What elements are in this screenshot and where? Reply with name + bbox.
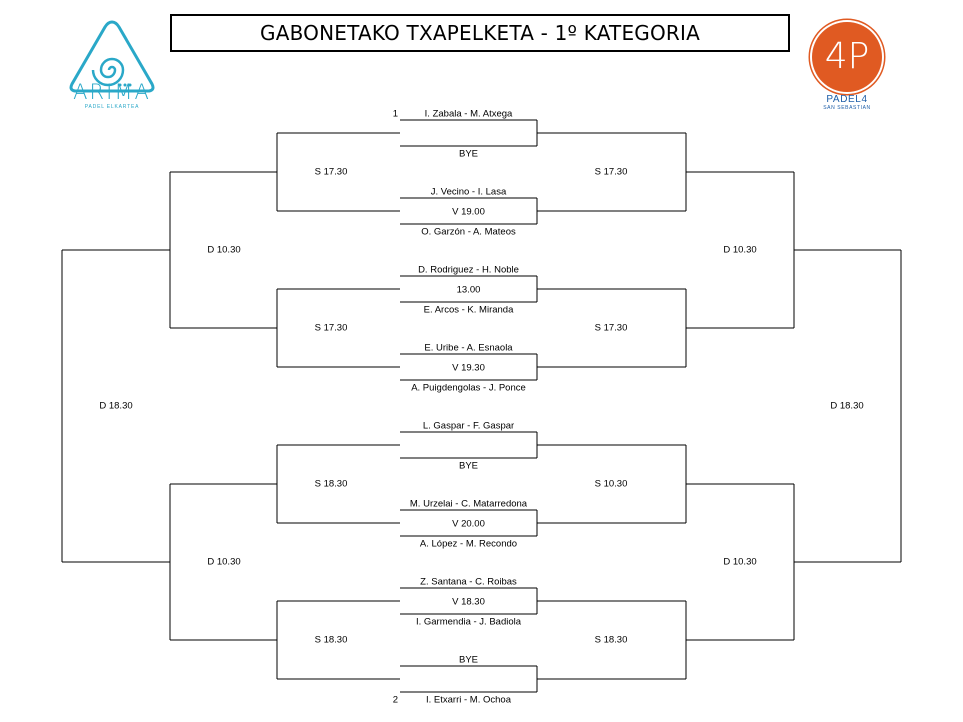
match-team-top: E. Uribe - A. Esnaola — [424, 343, 513, 354]
match-team-top: J. Vecino - I. Lasa — [431, 187, 507, 198]
match-team-bottom: BYE — [459, 149, 478, 160]
match-time: V 20.00 — [452, 519, 485, 530]
round2-left-time: S 17.30 — [315, 323, 348, 334]
padel4-logo-circle — [812, 22, 882, 92]
round3-right-time: D 10.30 — [723, 557, 756, 568]
match-team-bottom: I. Etxarri - M. Ochoa — [426, 695, 512, 706]
round4-left-time: D 18.30 — [99, 401, 132, 412]
round2-right-time: S 10.30 — [595, 479, 628, 490]
round2-left-time: S 17.30 — [315, 167, 348, 178]
match-team-bottom: O. Garzón - A. Mateos — [421, 227, 516, 238]
round4-right-time: D 18.30 — [830, 401, 863, 412]
match-team-top: Z. Santana - C. Roibas — [420, 577, 517, 588]
match-team-top: BYE — [459, 655, 478, 666]
match-team-top: M. Urzelai - C. Matarredona — [410, 499, 528, 510]
match-time: V 19.30 — [452, 363, 485, 374]
match-team-bottom: BYE — [459, 461, 478, 472]
round2-right-time: S 17.30 — [595, 323, 628, 334]
round3-left-time: D 10.30 — [207, 245, 240, 256]
match-time: V 18.30 — [452, 597, 485, 608]
padel4-logo-name: PADEL4 — [826, 94, 868, 105]
match-team-top: L. Gaspar - F. Gaspar — [423, 421, 514, 432]
round2-right-time: S 18.30 — [595, 635, 628, 646]
match-team-bottom: I. Garmendia - J. Badiola — [416, 617, 522, 628]
match-time: 13.00 — [457, 285, 481, 296]
arima-logo — [69, 20, 155, 93]
padel4-logo-monogram: 4P — [824, 36, 870, 77]
round2-left-time: S 18.30 — [315, 479, 348, 490]
arima-logo-name: ARIMA — [73, 80, 151, 104]
round2-left-time: S 18.30 — [315, 635, 348, 646]
round3-right-time: D 10.30 — [723, 245, 756, 256]
match-team-top: I. Zabala - M. Atxega — [425, 109, 513, 120]
match-time: V 19.00 — [452, 207, 485, 218]
seed-number: 2 — [393, 695, 398, 706]
match-team-bottom: A. Puigdengolas - J. Ponce — [411, 383, 526, 394]
padel4-logo-subtitle: SAN SEBASTIAN — [823, 105, 871, 111]
arima-logo-subtitle: PADEL ELKARTEA — [84, 104, 140, 110]
match-team-bottom: E. Arcos - K. Miranda — [424, 305, 514, 316]
tournament-title: GABONETAKO TXAPELKETA - 1º KATEGORIA — [170, 14, 790, 52]
match-team-top: D. Rodriguez - H. Noble — [418, 265, 519, 276]
seed-number: 1 — [393, 109, 398, 120]
round3-left-time: D 10.30 — [207, 557, 240, 568]
match-team-bottom: A. López - M. Recondo — [420, 539, 517, 550]
round2-right-time: S 17.30 — [595, 167, 628, 178]
